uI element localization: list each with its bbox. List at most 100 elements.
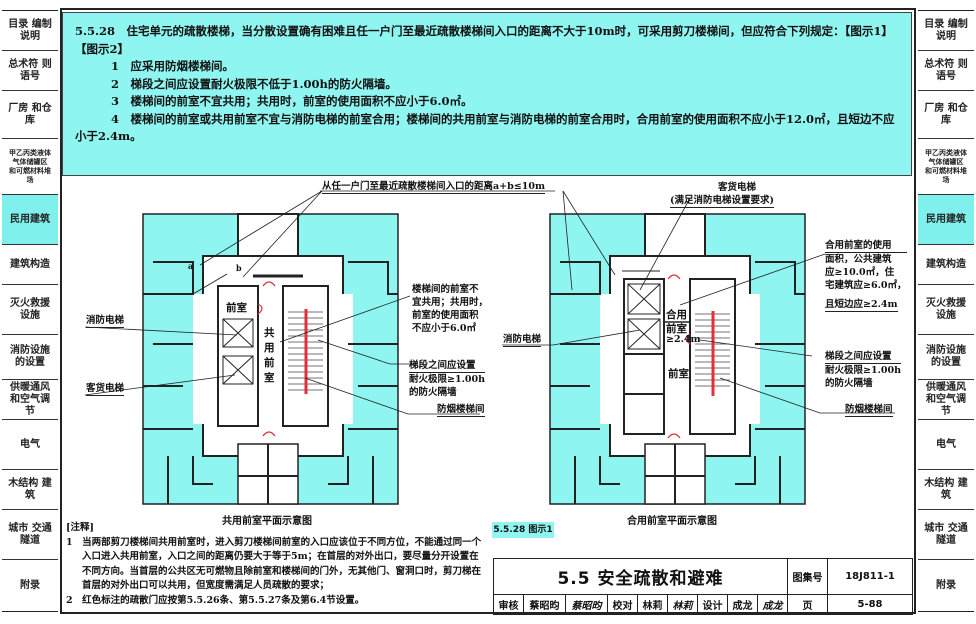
note-line: 应≥10.0㎡，住: [825, 267, 895, 278]
sidebar-label: 附录: [936, 579, 956, 591]
reviewer-name: 蔡昭昀: [523, 594, 566, 615]
note-line: 楼梯间的前室不: [412, 284, 479, 295]
sidebar-label: 供暖通风 和空气调节: [10, 381, 50, 417]
sidebar-item-contents[interactable]: 目录 编制说明: [2, 11, 58, 51]
sidebar-item-rescue[interactable]: 灭火救援 设施: [2, 285, 58, 335]
right-combined-anteroom-label: 合用前室: [666, 309, 687, 335]
note-line: 的防火隔墙: [409, 387, 457, 398]
right-min-width-label: ≥2.4m: [666, 334, 701, 345]
check-label: 校对: [607, 594, 638, 615]
sidebar-item-hvac[interactable]: 供暖通风 和空气调节: [918, 380, 974, 420]
checker-signature: 林莉: [667, 594, 698, 615]
sidebar-label: 电气: [20, 438, 40, 450]
leader-lines: [84, 190, 895, 415]
review-label: 审核: [493, 594, 524, 615]
label-line: (满足消防电梯设置要求): [670, 195, 774, 208]
right-sidebar: 目录 编制说明 总术符 则语号 厂房 和仓库 甲乙丙类液体 气体储罐区 和可燃材…: [918, 10, 974, 612]
sidebar-label: 供暖通风 和空气调节: [926, 381, 966, 417]
sidebar-item-electrical[interactable]: 电气: [918, 420, 974, 470]
right-plan-caption: 合用前室平面示意图: [627, 516, 717, 527]
notes-heading: [注释]: [66, 522, 94, 533]
note-line: 耐火极限≥1.00h: [409, 374, 486, 385]
right-note-wall: 梯段之间应设置 耐火极限≥1.00h 的防火隔墙: [825, 350, 902, 390]
sidebar-label: 灭火救援 设施: [10, 297, 50, 321]
note-line: 梯段之间应设置: [409, 359, 486, 373]
note-line: 合用前室的使用: [825, 239, 907, 253]
label-line: 客货电梯: [717, 182, 756, 193]
sheet-title: 5.5 安全疏散和避难: [493, 558, 788, 595]
left-sidebar: 目录 编制说明 总术符 则语号 厂房 和仓库 甲乙丙类液体 气体储罐区 和可燃材…: [2, 10, 58, 612]
sidebar-label: 厂房 和仓库: [924, 102, 968, 126]
atlas-label: 图集号: [787, 558, 828, 595]
sidebar-label: 建筑构造: [926, 258, 966, 270]
drawing-frame: [60, 8, 916, 614]
sidebar-label: 城市 交通隧道: [924, 522, 968, 546]
sidebar-item-rescue[interactable]: 灭火救援 设施: [918, 285, 974, 335]
clause-item-4: 4 楼梯间的前室或共用前室不宜与消防电梯的前室合用；楼梯间的共用前室与消防电梯的…: [75, 111, 895, 144]
page-label: 页: [787, 594, 828, 615]
sidebar-label: 木结构 建筑: [8, 477, 52, 501]
sidebar-item-facilities[interactable]: 消防设施 的设置: [2, 335, 58, 380]
dim-a-label: a: [188, 261, 194, 271]
designer-name: 成龙: [727, 594, 758, 615]
sidebar-label: 总术符 则语号: [924, 58, 968, 82]
sidebar-item-factory[interactable]: 厂房 和仓库: [2, 91, 58, 139]
right-note-combined: 合用前室的使用 面积，公共建筑 应≥10.0㎡，住 宅建筑应≥6.0㎡， 且短边…: [825, 239, 907, 312]
sidebar-item-civil[interactable]: 民用建筑: [2, 195, 58, 245]
right-fire-elevator-label: 消防电梯: [503, 334, 542, 347]
right-anteroom-label: 前室: [668, 368, 689, 380]
left-anteroom-label: 前室: [226, 302, 247, 314]
note-line: 不应小于6.0㎡: [412, 323, 477, 334]
sidebar-item-appendix[interactable]: 附录: [918, 560, 974, 611]
sidebar-item-appendix[interactable]: 附录: [2, 560, 58, 611]
checker-name: 林莉: [637, 594, 668, 615]
sidebar-label: 厂房 和仓库: [8, 102, 52, 126]
sidebar-item-hvac[interactable]: 供暖通风 和空气调节: [2, 380, 58, 420]
clause-item-2: 2 梯段之间应设置耐火极限不低于1.00h的防火隔墙。: [111, 76, 397, 91]
sidebar-item-factory[interactable]: 厂房 和仓库: [918, 91, 974, 139]
sidebar-item-facilities[interactable]: 消防设施 的设置: [918, 335, 974, 380]
note-line: 面积，公共建筑: [825, 254, 892, 265]
sidebar-item-tunnel[interactable]: 城市 交通隧道: [918, 510, 974, 560]
sidebar-item-contents[interactable]: 目录 编制说明: [918, 11, 974, 51]
note-item: 2 红色标注的疏散门应按第5.5.26条、第5.5.27条及第6.4节设置。: [66, 594, 365, 606]
sidebar-item-construction[interactable]: 建筑构造: [918, 245, 974, 285]
sidebar-item-tanks[interactable]: 甲乙丙类液体 气体储罐区 和可燃材料堆场: [2, 139, 58, 195]
page-number: 5-88: [827, 594, 913, 615]
sidebar-label: 消防设施 的设置: [10, 345, 50, 368]
dim-b-label: b: [236, 263, 242, 273]
note-line: 梯段之间应设置: [825, 350, 902, 364]
note-line: 宅建筑应≥6.0㎡，: [825, 280, 907, 291]
sidebar-item-tanks[interactable]: 甲乙丙类液体 气体储罐区 和可燃材料堆场: [918, 139, 974, 195]
figure-badge: 5.5.28 图示1: [492, 522, 554, 538]
note-item: 1 当两部剪刀楼梯间共用前室时，进入剪刀楼梯间前室的入口应该位于不同方位，不能通…: [66, 536, 482, 592]
sidebar-label: 目录 编制说明: [8, 18, 52, 42]
shared-anteroom-plan: [142, 213, 399, 505]
left-note-wall: 梯段之间应设置 耐火极限≥1.00h 的防火隔墙: [409, 359, 486, 399]
sidebar-label: 城市 交通隧道: [8, 522, 52, 546]
sidebar-item-general[interactable]: 总术符 则语号: [918, 51, 974, 91]
sidebar-label: 甲乙丙类液体 气体储罐区 和可燃材料堆场: [925, 148, 967, 184]
note-line: 前室的使用面积: [412, 310, 479, 321]
design-label: 设计: [697, 594, 728, 615]
left-fire-elevator-label: 消防电梯: [86, 315, 125, 328]
sidebar-item-electrical[interactable]: 电气: [2, 420, 58, 470]
sidebar-label: 民用建筑: [926, 213, 966, 225]
sidebar-item-timber[interactable]: 木结构 建筑: [2, 470, 58, 510]
left-shared-anteroom-label: 共用前室: [264, 327, 275, 384]
combined-anteroom-plan: [549, 213, 806, 505]
sidebar-label: 消防设施 的设置: [926, 345, 966, 368]
sidebar-item-timber[interactable]: 木结构 建筑: [918, 470, 974, 510]
right-smoke-stair-label: 防烟楼梯间: [845, 404, 893, 417]
sidebar-item-tunnel[interactable]: 城市 交通隧道: [2, 510, 58, 560]
clause-item-1: 1 应采用防烟楼梯间。: [111, 59, 235, 73]
title-block: 5.5 安全疏散和避难 图集号 18J811-1 审核 蔡昭昀 蔡昭昀 校对 林…: [493, 558, 913, 615]
sidebar-item-general[interactable]: 总术符 则语号: [2, 51, 58, 91]
designer-signature: 成龙: [757, 594, 788, 615]
sidebar-label: 灭火救援 设施: [926, 297, 966, 321]
note-line: 耐火极限≥1.00h: [825, 365, 902, 376]
sidebar-item-civil[interactable]: 民用建筑: [918, 195, 974, 245]
sidebar-label: 木结构 建筑: [924, 477, 968, 501]
sidebar-item-construction[interactable]: 建筑构造: [2, 245, 58, 285]
